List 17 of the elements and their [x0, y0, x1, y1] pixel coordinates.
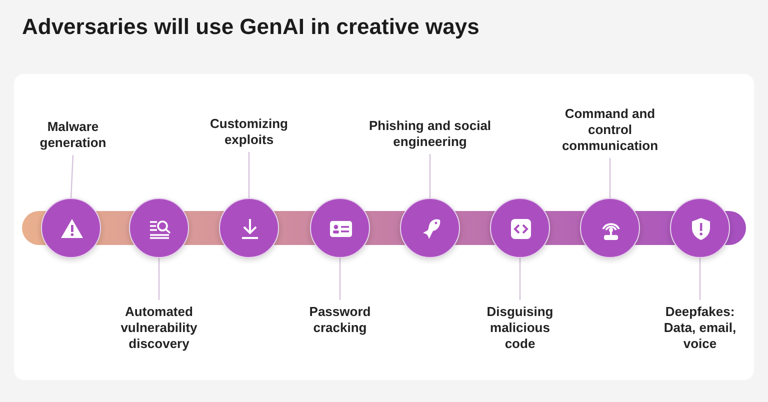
leader-line [158, 258, 160, 300]
step-label: Malware generation [28, 119, 118, 151]
step-label: Deepfakes: Data, email, voice [655, 304, 745, 352]
leader-line [429, 154, 431, 198]
title: Adversaries will use GenAI in creative ways [22, 14, 480, 40]
leader-line [70, 154, 74, 198]
step-label: Phishing and social engineering [365, 118, 495, 150]
step-label: Automated vulnerability discovery [109, 304, 209, 352]
step-label: Customizing exploits [199, 116, 299, 148]
leader-line [248, 152, 250, 198]
leader-line [519, 258, 521, 300]
step-label: Password cracking [300, 304, 380, 336]
step-label: Disguising malicious code [480, 304, 560, 352]
step-label: Command and control communication [555, 106, 665, 154]
leader-line [339, 258, 341, 300]
leader-line [699, 258, 701, 300]
leader-line [609, 158, 611, 198]
